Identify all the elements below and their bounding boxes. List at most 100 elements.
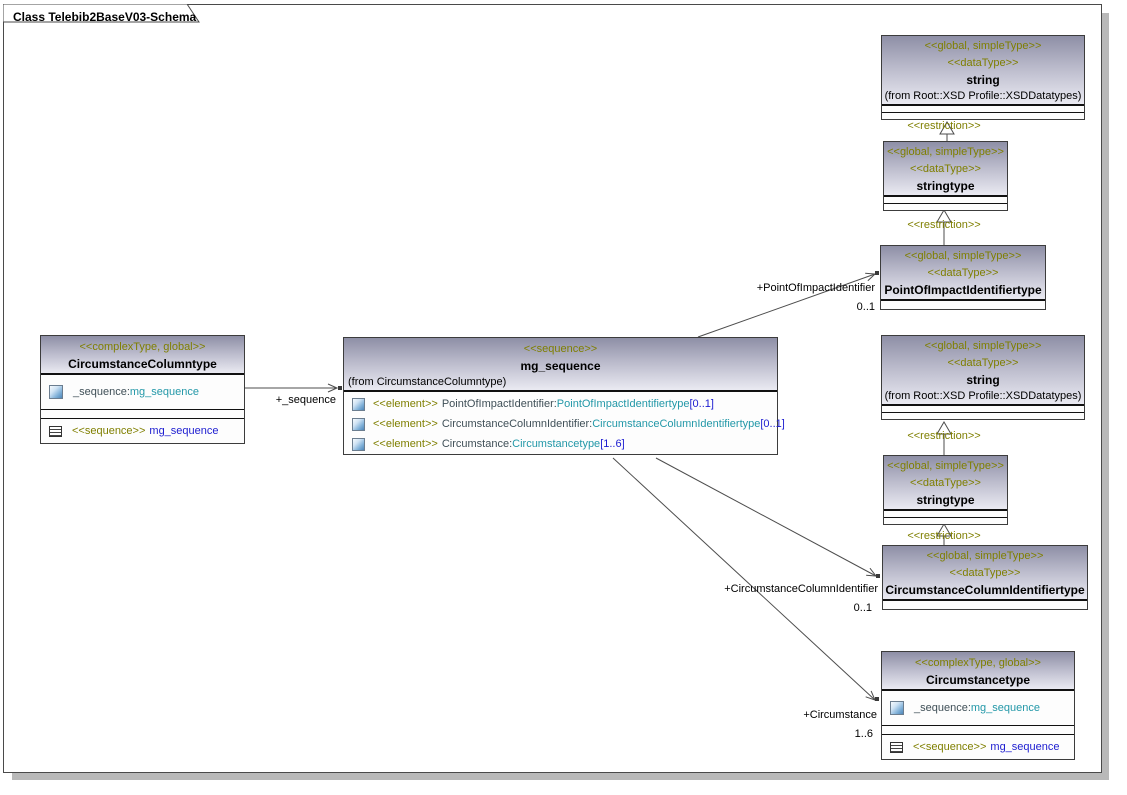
class-name: mg_sequence bbox=[520, 359, 601, 373]
class-from: (from CircumstanceColumntype) bbox=[348, 376, 507, 388]
element-name: Circumstance: bbox=[441, 438, 513, 450]
frame-title: Class Telebib2BaseV03-Schema bbox=[13, 10, 197, 24]
class-stereotype: <<sequence>> bbox=[523, 343, 598, 355]
class-box-mg-sequence[interactable]: <<sequence>> mg_sequence (from Circumsta… bbox=[343, 337, 785, 455]
class-stereotype: <<dataType>> bbox=[910, 477, 981, 489]
class-stereotype: <<global, simpleType>> bbox=[887, 460, 1004, 472]
class-box-string-top[interactable]: <<global, simpleType>> <<dataType>> stri… bbox=[881, 35, 1085, 120]
class-stereotype: <<dataType>> bbox=[947, 357, 1019, 369]
class-header: <<global, simpleType>> <<dataType>> Circ… bbox=[883, 546, 1087, 601]
attribute-row[interactable]: _sequence:mg_sequence bbox=[41, 375, 244, 410]
class-header: <<sequence>> mg_sequence (from Circumsta… bbox=[344, 338, 777, 392]
frame-tab-shape bbox=[2, 3, 200, 23]
class-header: <<global, simpleType>> <<dataType>> stri… bbox=[884, 142, 1007, 197]
element-stereotype: <<element>> bbox=[373, 418, 438, 430]
operation-stereotype: <<sequence>> bbox=[72, 425, 146, 437]
frame-tab: Class Telebib2BaseV03-Schema bbox=[2, 3, 203, 24]
element-row[interactable]: <<element>>Circumstance:Circumstancetype… bbox=[344, 434, 777, 454]
element-name: PointOfImpactIdentifier: bbox=[441, 398, 557, 410]
empty-compartment bbox=[41, 410, 244, 419]
association-circumstance-column-identifier[interactable] bbox=[655, 457, 878, 577]
diagram-frame bbox=[3, 4, 1102, 773]
empty-compartment bbox=[882, 106, 1084, 113]
restriction-label: <<restriction>> bbox=[907, 530, 981, 542]
class-header: <<complexType, global>> CircumstanceColu… bbox=[41, 336, 244, 375]
element-stereotype: <<element>> bbox=[373, 398, 438, 410]
element-cardinality: [0..1] bbox=[689, 398, 714, 410]
operation-name: mg_sequence bbox=[149, 425, 219, 437]
association-circumstance[interactable] bbox=[612, 457, 876, 701]
element-icon bbox=[352, 397, 365, 411]
class-box-stringtype-top[interactable]: <<global, simpleType>> <<dataType>> stri… bbox=[883, 141, 1008, 211]
attribute-type: mg_sequence bbox=[129, 386, 199, 398]
element-type: PointOfImpactIdentifiertype bbox=[556, 398, 690, 410]
restriction-label: <<restriction>> bbox=[907, 430, 981, 442]
class-from: (from Root::XSD Profile::XSDDatatypes) bbox=[884, 90, 1082, 102]
class-stereotype: <<complexType, global>> bbox=[915, 657, 1041, 669]
class-box-circumstance-columntype[interactable]: <<complexType, global>> CircumstanceColu… bbox=[40, 335, 245, 444]
element-cardinality: [1..6] bbox=[600, 438, 625, 450]
class-name: CircumstanceColumntype bbox=[68, 357, 217, 371]
empty-compartment bbox=[881, 301, 1045, 309]
class-header: <<complexType, global>> Circumstancetype bbox=[882, 652, 1074, 691]
element-row[interactable]: <<element>>PointOfImpactIdentifier:Point… bbox=[344, 394, 777, 414]
attribute-name: _sequence: bbox=[914, 702, 971, 714]
empty-compartment bbox=[883, 601, 1087, 609]
cardinality-label-poi: 0..1 bbox=[856, 301, 875, 313]
class-name: stringtype bbox=[916, 493, 975, 507]
class-stereotype: <<dataType>> bbox=[947, 57, 1019, 69]
role-label-sequence: +_sequence bbox=[275, 394, 336, 406]
association-cci-endpoint bbox=[876, 574, 880, 578]
class-stereotype: <<dataType>> bbox=[927, 267, 999, 279]
element-row[interactable]: <<element>>CircumstanceColumnIdentifier:… bbox=[344, 414, 785, 434]
attribute-row[interactable]: _sequence:mg_sequence bbox=[882, 691, 1074, 726]
class-box-point-of-impact-identifiertype[interactable]: <<global, simpleType>> <<dataType>> Poin… bbox=[880, 245, 1046, 310]
class-stereotype: <<dataType>> bbox=[910, 163, 981, 175]
cardinality-label-cci: 0..1 bbox=[853, 602, 872, 614]
empty-compartment bbox=[882, 413, 1084, 419]
empty-compartment bbox=[884, 204, 1007, 210]
class-header: <<global, simpleType>> <<dataType>> Poin… bbox=[881, 246, 1045, 301]
element-type: CircumstanceColumnIdentifiertype bbox=[592, 418, 761, 430]
role-label-point-of-impact-identifier: +PointOfImpactIdentifier bbox=[756, 282, 875, 294]
class-stereotype: <<global, simpleType>> bbox=[887, 146, 1004, 158]
operation-row[interactable]: <<sequence>>mg_sequence bbox=[882, 735, 1074, 759]
association-circ-endpoint bbox=[875, 697, 879, 701]
attribute-name: _sequence: bbox=[73, 386, 130, 398]
element-name: CircumstanceColumnIdentifier: bbox=[441, 418, 593, 430]
operation-stereotype: <<sequence>> bbox=[913, 741, 987, 753]
attribute-icon bbox=[49, 385, 63, 399]
class-stereotype: <<global, simpleType>> bbox=[926, 550, 1044, 562]
element-cardinality: [0..1] bbox=[760, 418, 785, 430]
role-label-circumstance-column-identifier: +CircumstanceColumnIdentifier bbox=[724, 583, 878, 595]
class-stereotype: <<global, simpleType>> bbox=[904, 250, 1022, 262]
class-box-stringtype-mid[interactable]: <<global, simpleType>> <<dataType>> stri… bbox=[883, 455, 1008, 525]
class-name: PointOfImpactIdentifiertype bbox=[884, 283, 1042, 297]
class-stereotype: <<dataType>> bbox=[949, 567, 1021, 579]
element-stereotype: <<element>> bbox=[373, 438, 438, 450]
element-icon bbox=[352, 437, 365, 451]
empty-compartment bbox=[884, 511, 1007, 518]
class-name: CircumstanceColumnIdentifiertype bbox=[885, 583, 1085, 597]
class-header: <<global, simpleType>> <<dataType>> stri… bbox=[884, 456, 1007, 511]
association-poi-endpoint bbox=[875, 271, 879, 275]
association-point-of-impact-identifier[interactable] bbox=[697, 272, 877, 338]
empty-compartment bbox=[882, 726, 1074, 735]
empty-compartment bbox=[884, 197, 1007, 204]
restriction-label: <<restriction>> bbox=[907, 120, 981, 132]
class-box-string-mid[interactable]: <<global, simpleType>> <<dataType>> stri… bbox=[881, 335, 1085, 420]
operation-icon bbox=[890, 741, 903, 753]
class-box-circumstance-column-identifiertype[interactable]: <<global, simpleType>> <<dataType>> Circ… bbox=[882, 545, 1088, 610]
class-box-circumstancetype[interactable]: <<complexType, global>> Circumstancetype… bbox=[881, 651, 1075, 760]
attribute-icon bbox=[890, 701, 904, 715]
operation-row[interactable]: <<sequence>>mg_sequence bbox=[41, 419, 244, 443]
operation-icon bbox=[49, 425, 62, 437]
empty-compartment bbox=[882, 113, 1084, 119]
empty-compartment bbox=[884, 518, 1007, 524]
class-header: <<global, simpleType>> <<dataType>> stri… bbox=[882, 36, 1084, 106]
cardinality-label-circumstance: 1..6 bbox=[854, 728, 873, 740]
class-stereotype: <<global, simpleType>> bbox=[924, 40, 1042, 52]
element-type: Circumstancetype bbox=[512, 438, 601, 450]
